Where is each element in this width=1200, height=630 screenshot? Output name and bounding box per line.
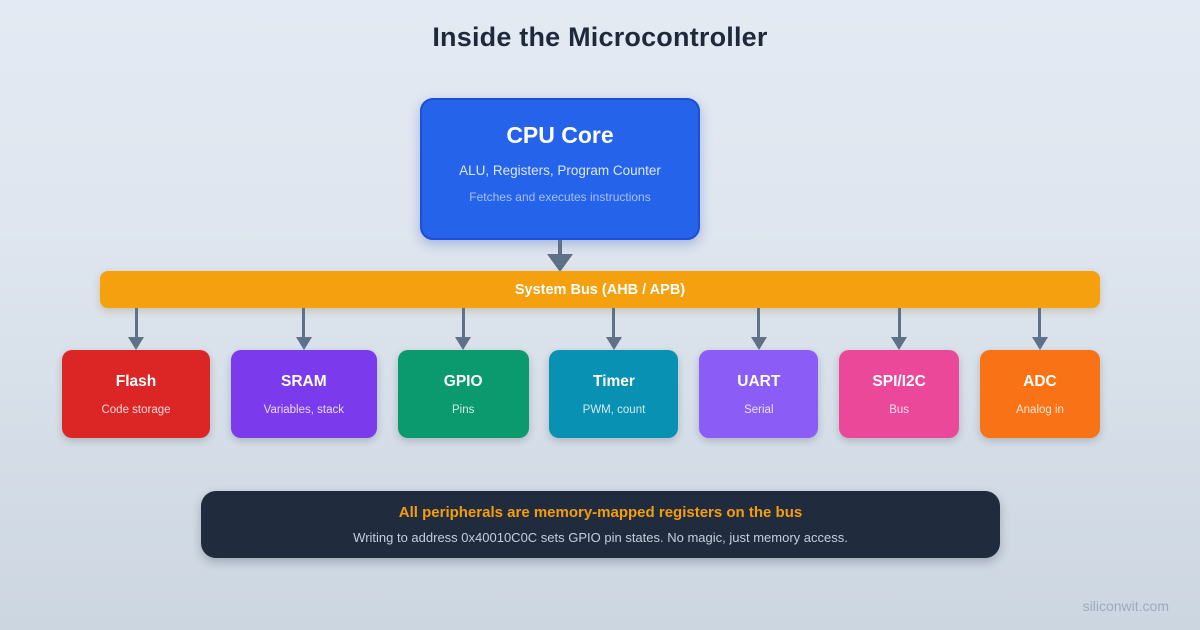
arrow-line [461,308,465,337]
cpu-core-title: CPU Core [506,122,614,148]
peripheral-box-sram: SRAM Variables, stack [230,350,377,438]
peripheral-detail: Serial [744,403,774,416]
peripheral-cell-gpio: GPIO Pins [397,308,529,438]
arrow-down-icon [1031,337,1048,350]
cpu-core-description: Fetches and executes instructions [469,190,651,204]
page-title: Inside the Microcontroller [432,22,768,52]
cpu-core-subtitle: ALU, Registers, Program Counter [459,163,661,178]
peripheral-detail: Bus [889,403,910,416]
arrow-down-icon [750,337,767,350]
arrow-line [558,240,562,254]
peripheral-name: ADC [1023,372,1057,390]
peripheral-detail: Pins [451,403,475,416]
peripheral-name: GPIO [443,372,483,390]
peripheral-box-flash: Flash Code storage [62,350,210,438]
note-box: All peripherals are memory-mapped regist… [201,491,1000,558]
arrow-line [757,308,761,337]
arrow-down-icon [128,337,144,350]
arrow-line [134,308,138,337]
peripheral-name: UART [737,372,781,390]
cpu-to-bus-arrow [547,240,573,272]
arrow-line [897,308,901,337]
arrow-down-icon [605,337,622,350]
peripheral-detail: Code storage [101,403,171,416]
peripheral-name: SPI/I2C [872,372,926,390]
arrow-line [302,308,306,337]
peripheral-detail: PWM, count [582,403,646,416]
peripheral-detail: Variables, stack [263,403,344,416]
arrow-down-icon [547,254,573,272]
peripheral-box-gpio: GPIO Pins [397,350,529,438]
system-bus-label: System Bus (AHB / APB) [514,281,686,298]
arrow-down-icon [295,337,312,350]
watermark: siliconwit.com [1082,598,1169,614]
peripheral-name: Timer [593,372,635,390]
arrow-line [612,308,616,337]
system-bus-bar: System Bus (AHB / APB) [100,271,1100,308]
peripheral-cell-uart: UART Serial [699,308,819,438]
peripheral-box-uart: UART Serial [699,350,819,438]
peripheral-row: Flash Code storage SRAM Variables, stack… [62,308,1100,438]
note-body: Writing to address 0x40010C0C sets GPIO … [353,530,848,545]
peripheral-cell-flash: Flash Code storage [62,308,210,438]
arrow-down-icon [891,337,908,350]
arrow-down-icon [455,337,472,350]
peripheral-box-spi-i2c: SPI/I2C Bus [839,350,960,438]
peripheral-box-adc: ADC Analog in [979,350,1100,438]
cpu-core-block: CPU Core ALU, Registers, Program Counter… [420,98,700,240]
note-heading: All peripherals are memory-mapped regist… [398,504,803,521]
peripheral-cell-sram: SRAM Variables, stack [230,308,377,438]
peripheral-name: Flash [115,372,157,390]
peripheral-cell-spi-i2c: SPI/I2C Bus [839,308,960,438]
peripheral-name: SRAM [281,372,327,390]
peripheral-detail: Analog in [1015,403,1064,416]
peripheral-box-timer: Timer PWM, count [549,350,679,438]
arrow-line [1038,308,1042,337]
peripheral-cell-timer: Timer PWM, count [549,308,679,438]
peripheral-cell-adc: ADC Analog in [979,308,1100,438]
